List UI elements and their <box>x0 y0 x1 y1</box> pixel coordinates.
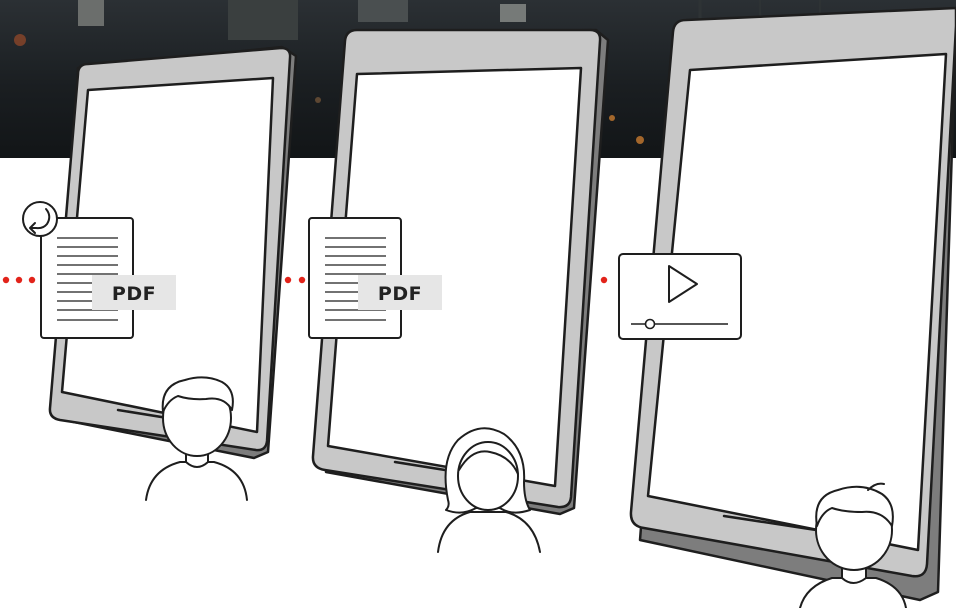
progress-knob <box>646 320 655 329</box>
pdf-label: PDF <box>112 283 156 305</box>
return-arrow-icon <box>23 202 57 236</box>
pdf-label: PDF <box>378 283 422 305</box>
video-player-icon <box>619 254 741 339</box>
